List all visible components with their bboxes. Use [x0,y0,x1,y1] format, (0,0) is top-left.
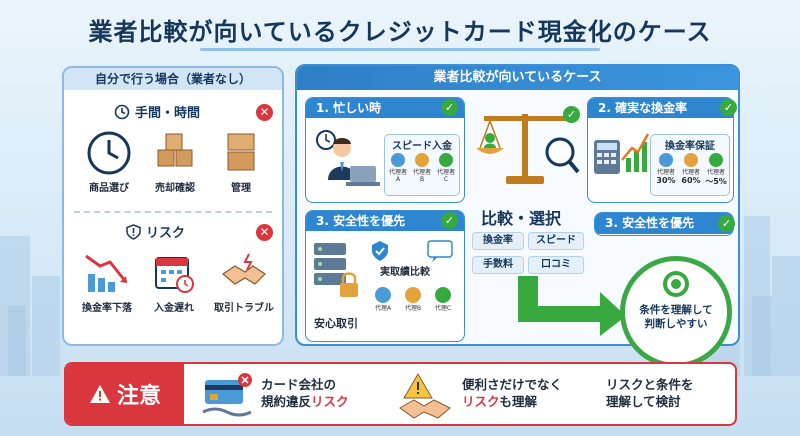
balance-scale-icon [476,114,580,184]
result-line1: 条件を理解して [639,304,713,316]
green-arrow-icon [518,276,626,336]
payment-delay-label: 入金遅れ [154,303,194,314]
card-rate-title: 2. 確実な換金率 [598,101,688,115]
effort-time-title: 手間・時間 [114,102,200,121]
sale-confirm-item: 売却確認 [144,130,206,194]
warning-bar: 注意 カード会社の 規約違反リスク 便利さだけでなく リスクも理解 リスクと条件… [64,362,737,426]
speed-payment-label: スピード入金 [392,141,452,152]
calculator-chart-icon [594,133,650,174]
agent-5: 代理者～5% [705,153,727,187]
result-circle: 条件を理解して 判断しやすい [620,256,732,368]
check-icon: ✓ [441,99,458,116]
check-icon: ✓ [441,212,458,229]
warning-label-box: 注意 [66,364,184,424]
agent-a: 代理A [370,287,396,312]
warning-label: 注意 [116,384,161,409]
compare-header: 業者比較が向いているケース [297,66,738,90]
result-line2: 判断しやすい [644,318,708,330]
title-underline [200,48,600,51]
target-icon [663,271,689,297]
agent-c: 代理C [430,287,456,312]
handshake-warning-icon [399,373,451,419]
card-busy-title: 1. 忙しい時 [316,101,382,115]
track-record-label: 実取績比較 [380,267,430,278]
page-title: 業者比較が向いているクレジットカード現金化のケース [88,18,712,46]
shield-icon [126,223,141,240]
card-safety-title: 3. 安全性を優先 [316,214,406,228]
rate-guarantee-label: 換金率保証 [665,141,715,152]
risk-label: リスク [146,226,186,241]
chip-review: 口コミ [528,256,584,274]
self-do-header: 自分で行う場合（業者なし） [64,68,282,90]
warning-triangle-icon [89,385,110,403]
handshake-icon [221,253,266,285]
safe-trade-label: 安心取引 [314,317,358,330]
compare-select-label: 比較・選択 [481,209,562,228]
product-select-label: 商品選び [89,183,129,194]
effort-time-label: 手間・時間 [135,106,201,121]
warning-item2: 便利さだけでなく リスクも理解 [462,377,563,409]
chip-rate: 換金率 [472,232,524,250]
wall-clock-icon [87,131,131,175]
clock-icon [114,104,130,119]
sale-confirm-label: 売却確認 [155,183,195,194]
manage-label: 管理 [231,183,251,194]
stacked-boxes-icon [227,133,255,171]
check-icon: ✓ [718,215,735,232]
chip-fee: 手数料 [472,256,524,274]
card-busy-head: 1. 忙しい時 [306,98,464,118]
check-icon: ✓ [720,99,737,116]
card-rate-head: 2. 確実な換金率 [588,98,733,118]
self-do-panel: 自分で行う場合（業者なし） 手間・時間 ✕ 商品選び 売却確認 管理 リスク ✕… [62,66,284,346]
trade-trouble-item: 取引トラブル [204,250,282,314]
agent-b: 代理B [400,287,426,312]
trade-trouble-label: 取引トラブル [214,303,274,314]
card-safety-right-title: 3. 安全性を優先 [605,216,695,230]
boxes-icon [157,133,193,167]
chat-badge-icon [372,240,453,262]
risk-title: リスク [126,222,185,241]
calendar-icon [155,257,194,293]
x-mark-icon: ✕ [256,224,273,241]
chained-card-icon [202,373,252,417]
card-safety-right: 3. 安全性を優先 [594,212,734,236]
product-select-item: 商品選び [78,130,140,194]
rate-drop-label: 換金率下落 [82,303,132,314]
falling-chart-icon [85,254,128,292]
server-lock-icon [314,243,358,297]
warning-item3: リスクと条件を 理解して検討 [606,377,694,409]
chip-speed: スピード [528,232,584,250]
payment-delay-item: 入金遅れ [142,250,206,314]
card-safety-head: 3. 安全性を優先 [306,211,464,231]
rate-drop-item: 換金率下落 [72,250,142,314]
businessman-laptop-icon [316,130,380,186]
card-safety: 3. 安全性を優先 安心取引 実取績比較 代理A 代理B 代理C [305,210,465,342]
manage-item: 管理 [210,130,272,194]
warning-item1: カード会社の 規約違反リスク [261,377,349,409]
card-safety-right-head: 3. 安全性を優先 [595,213,733,234]
x-mark-icon: ✕ [256,104,273,121]
check-icon: ✓ [563,106,580,123]
section-divider [74,211,272,213]
